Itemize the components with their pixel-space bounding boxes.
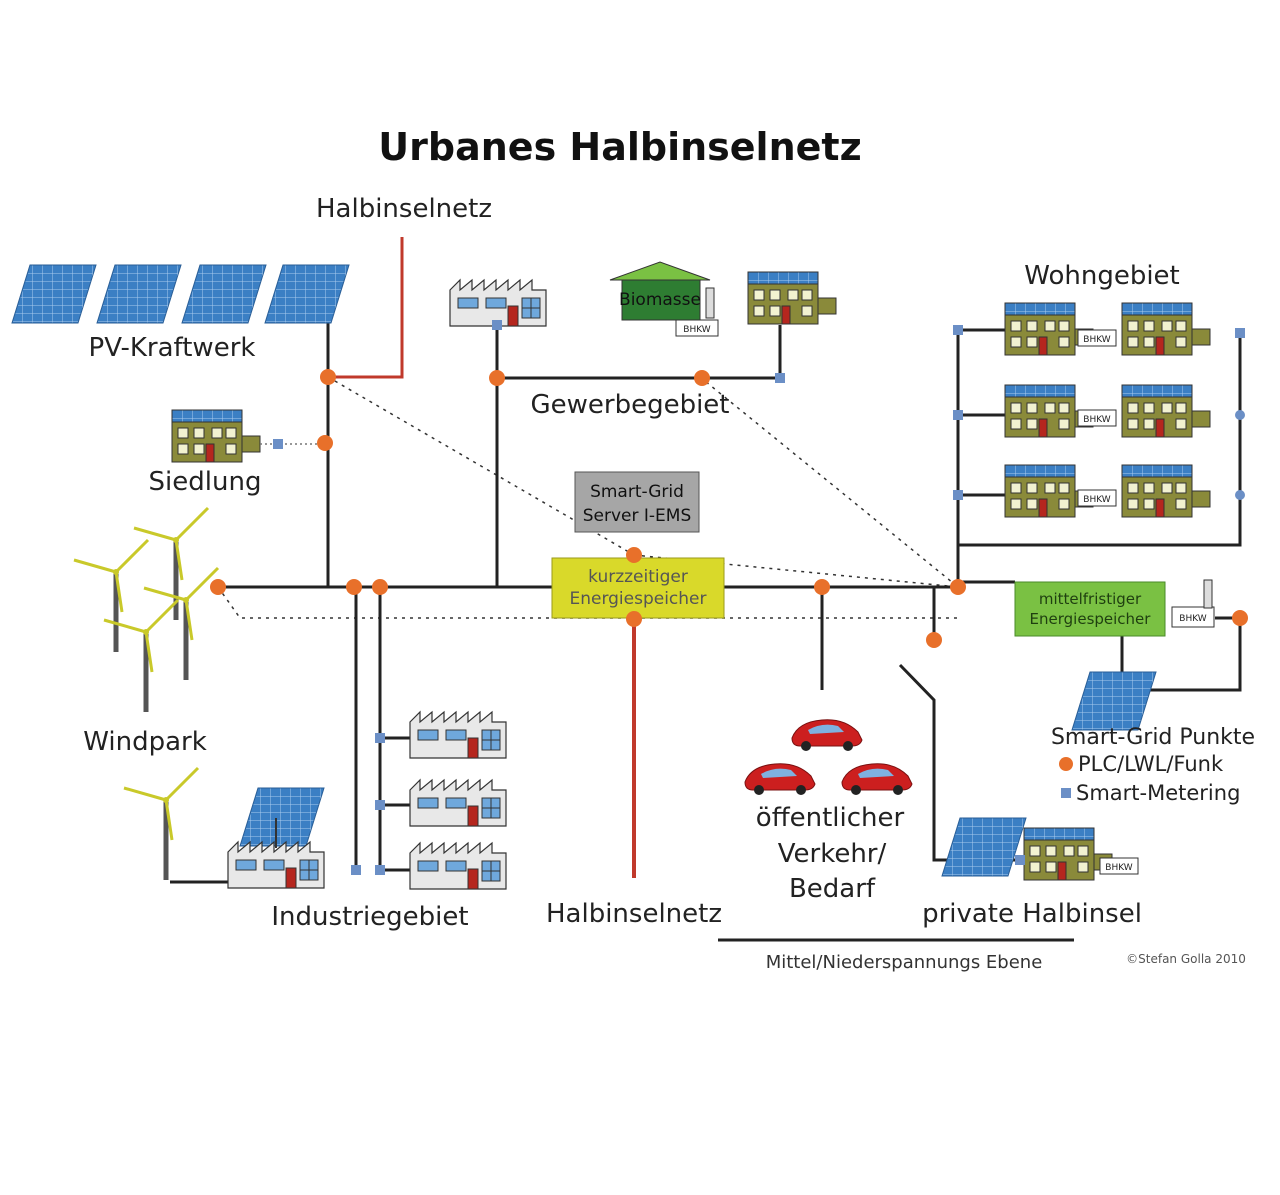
label-verkehr-2: Verkehr/: [778, 839, 887, 869]
label-halbinselnetz-bottom: Halbinselnetz: [546, 899, 722, 929]
server-label-1: Smart-Grid: [590, 482, 684, 502]
mittel-solar: [1071, 671, 1157, 731]
label-verkehr-3: Bedarf: [789, 874, 876, 904]
label-siedlung: Siedlung: [149, 467, 262, 497]
private-house: [1023, 827, 1113, 881]
label-private-halbinsel: private Halbinsel: [922, 899, 1142, 929]
industrie-factory-3: [409, 779, 507, 827]
label-spannungsebene: Mittel/Niederspannungs Ebene: [766, 952, 1043, 973]
private-solar: [941, 817, 1027, 877]
private-bhkw: [1099, 857, 1139, 875]
kurz-label-2: Energiespeicher: [569, 589, 706, 609]
label-wohngebiet: Wohngebiet: [1024, 261, 1179, 291]
verkehr-cars: [744, 719, 913, 796]
label-pv-kraftwerk: PV-Kraftwerk: [89, 333, 256, 363]
biomasse-label: Biomasse: [619, 290, 701, 310]
kurz-label-1: kurzzeitiger: [588, 567, 688, 587]
halbinselnetz-top-line: [328, 237, 404, 379]
legend-metering-icon: [1061, 788, 1071, 798]
industrie-turbine: [124, 768, 198, 880]
plc-nodes: [210, 369, 1248, 648]
industrie-solar: [239, 787, 325, 847]
mittel-label-2: Energiespeicher: [1030, 610, 1152, 628]
legend-plc-icon: [1059, 757, 1073, 771]
label-windpark: Windpark: [83, 727, 207, 757]
wohngebiet-houses: [1004, 302, 1211, 518]
industrie-factory-2: [409, 711, 507, 759]
label-verkehr-1: öffentlicher: [756, 803, 905, 833]
legend-title: Smart-Grid Punkte: [1051, 725, 1255, 750]
smart-meter-points: [273, 320, 1245, 875]
siedlung-house: [171, 409, 261, 463]
industrie-factory-1: [227, 841, 325, 889]
gewerbe-factory: [449, 279, 547, 327]
biomasse-plant: Biomasse BHKW: [609, 261, 719, 337]
server-label-2: Server I-EMS: [583, 506, 692, 526]
label-industriegebiet: Industriegebiet: [271, 902, 468, 932]
bhkw-label-mittel: BHKW: [1179, 614, 1207, 624]
pv-kraftwerk-panels: [11, 264, 350, 324]
legend: Smart-Grid Punkte PLC/LWL/Funk Smart-Met…: [1051, 725, 1255, 805]
mittel-label-1: mittelfristiger: [1039, 590, 1142, 608]
copyright: ©Stefan Golla 2010: [1126, 952, 1246, 966]
gewerbe-house: [747, 271, 837, 325]
smart-grid-server-box: Smart-Grid Server I-EMS: [574, 471, 700, 533]
label-halbinselnetz-top: Halbinselnetz: [316, 194, 492, 224]
kurzzeit-speicher-box: kurzzeitiger Energiespeicher: [551, 557, 725, 619]
legend-metering-label: Smart-Metering: [1076, 781, 1240, 805]
windpark-turbines: [74, 508, 218, 712]
communication-lines: [217, 376, 959, 619]
legend-plc-label: PLC/LWL/Funk: [1078, 752, 1224, 776]
label-gewerbegebiet: Gewerbegebiet: [530, 390, 729, 420]
industrie-factory-4: [409, 842, 507, 890]
mittelfrist-speicher-box: mittelfristiger Energiespeicher BHKW: [1014, 579, 1215, 637]
diagram-title: Urbanes Halbinselnetz: [378, 125, 861, 169]
bhkw-label-biomasse: BHKW: [683, 325, 711, 335]
